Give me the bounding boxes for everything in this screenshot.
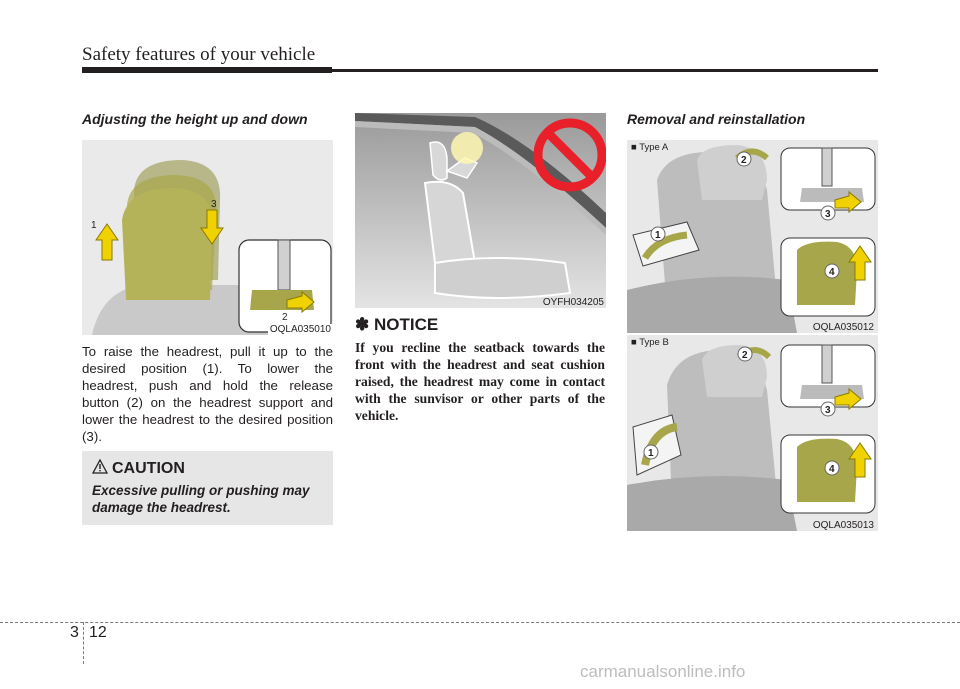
- type-a-label: ■ Type A: [631, 142, 669, 153]
- callout-4: 4: [829, 267, 835, 278]
- callout-2: 2: [282, 312, 288, 323]
- callout-2: 2: [742, 350, 748, 361]
- page-chapter: 3: [70, 624, 79, 641]
- watermark: carmanualsonline.info: [580, 662, 746, 681]
- caution-text: Excessive pulling or pushing may damage …: [92, 483, 310, 515]
- recline-seat-illustration: [355, 113, 606, 308]
- figure-type-b: 1 2 3 4 ■ Type B OQLA035013: [627, 335, 878, 531]
- caution-title: CAUTION: [112, 460, 185, 477]
- callout-1: 1: [648, 448, 654, 459]
- figure-recline-contact: OYFH034205: [355, 113, 606, 308]
- caution-box: CAUTION Excessive pulling or pushing may…: [82, 451, 333, 525]
- figure-code: OQLA035012: [812, 322, 874, 333]
- figure-headrest-height: 1 2 3 OQLA035010: [82, 140, 333, 335]
- section-heading-adjust-height: Adjusting the height up and down: [82, 111, 308, 127]
- figure-code: OYFH034205: [542, 297, 604, 308]
- callout-4: 4: [829, 464, 835, 475]
- figure-code: OQLA035010: [267, 324, 333, 335]
- notice-text: If you recline the seatback towards the …: [355, 340, 605, 423]
- callout-3: 3: [211, 199, 217, 210]
- callout-2: 2: [741, 155, 747, 166]
- footer-rule: [0, 622, 960, 623]
- callout-3: 3: [825, 209, 831, 220]
- type-b-illustration: 1 2 3 4: [627, 335, 878, 531]
- warning-triangle-icon: [92, 459, 108, 474]
- notice-title: ✽ NOTICE: [355, 315, 439, 334]
- callout-1: 1: [91, 220, 97, 231]
- figure-code: OQLA035013: [812, 520, 874, 531]
- header-rule: [82, 69, 878, 72]
- type-a-illustration: 1 2 3 4: [627, 140, 878, 333]
- footer-divider: [83, 622, 84, 664]
- header-rule-accent: [82, 67, 332, 73]
- figure-type-a: 1 2 3 4 ■ Type A OQLA035012: [627, 140, 878, 333]
- callout-1: 1: [655, 230, 661, 241]
- section-heading-removal: Removal and reinstallation: [627, 111, 806, 127]
- headrest-height-illustration: 1 2 3: [82, 140, 333, 335]
- callout-3: 3: [825, 405, 831, 416]
- page-header-title: Safety features of your vehicle: [82, 44, 316, 65]
- body-text-adjust-height: To raise the headrest, pull it up to the…: [82, 344, 333, 444]
- page-number: 12: [89, 624, 107, 641]
- type-b-label: ■ Type B: [631, 337, 669, 348]
